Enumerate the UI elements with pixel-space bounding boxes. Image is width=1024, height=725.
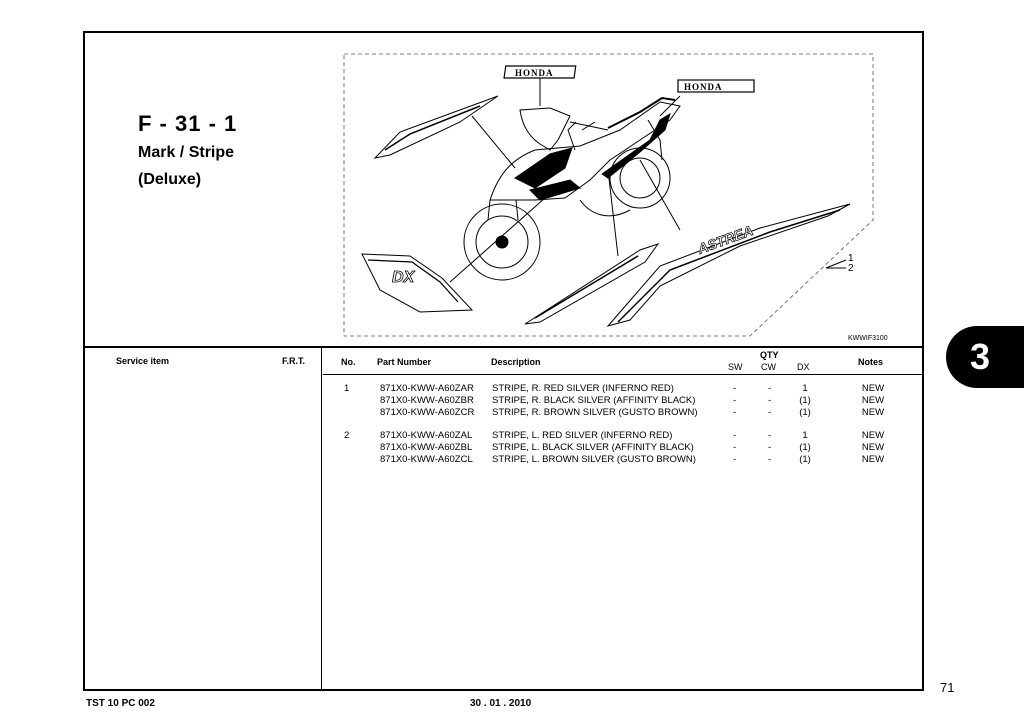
honda-logo-rear: HONDA [677, 79, 755, 93]
table-header-rule [323, 374, 924, 375]
header-sw: SW [728, 362, 743, 372]
parts-diagram: HONDA HONDA DX [343, 53, 874, 337]
page-frame [83, 31, 924, 691]
header-description: Description [491, 357, 541, 367]
tank-emblem: DX [361, 253, 474, 313]
header-part-number: Part Number [377, 357, 432, 367]
svg-text:HONDA: HONDA [684, 82, 723, 92]
header-dx: DX [797, 362, 810, 372]
header-service-item: Service item [116, 356, 170, 366]
section-tab: 3 [946, 326, 1024, 388]
figure-code-title: F - 31 - 1 [138, 111, 238, 136]
callout-1: 1 [848, 253, 854, 264]
header-notes: Notes [858, 357, 884, 367]
honda-logo-front: HONDA [503, 65, 577, 79]
section-variant: (Deluxe) [138, 171, 202, 188]
header-frt: F.R.T. [282, 356, 306, 366]
side-stripe-2: ASTREA [606, 203, 851, 327]
callout-2: 2 [848, 263, 854, 274]
svg-text:HONDA: HONDA [515, 68, 554, 78]
header-qty: QTY [760, 350, 779, 360]
stripe-front-left [373, 95, 499, 159]
table-column-divider [321, 347, 322, 691]
header-no: No. [341, 357, 356, 367]
side-stripe-1 [524, 243, 660, 325]
footer-date: 30 . 01 . 2010 [470, 698, 532, 709]
table-top-rule [84, 346, 924, 348]
svg-text:DX: DX [392, 269, 416, 286]
section-title: Mark / Stripe [138, 144, 235, 161]
header-cw: CW [761, 362, 776, 372]
diagram-boundary [343, 53, 874, 337]
footer-doc-code: TST 10 PC 002 [86, 698, 155, 709]
leader-lines [449, 78, 847, 283]
figure-code: KWWIF3100 [848, 335, 888, 342]
page-number: 71 [940, 680, 955, 695]
